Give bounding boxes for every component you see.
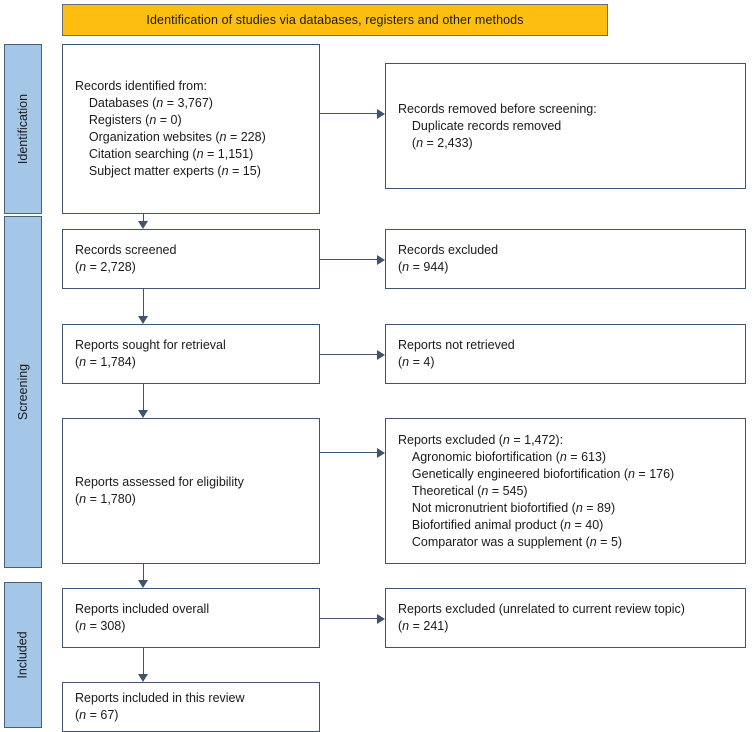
arrowhead-included-to-excluded-unrelated bbox=[377, 614, 385, 624]
box-reports-not-retrieved-text: Reports not retrieved(n = 4) bbox=[398, 338, 515, 369]
arrowhead-assessed-to-excluded bbox=[377, 448, 385, 458]
box-reports-excluded: Reports excluded (n = 1,472): Agronomic … bbox=[385, 418, 746, 564]
box-reports-not-retrieved: Reports not retrieved(n = 4) bbox=[385, 324, 746, 384]
arrowhead-identified-to-screened bbox=[138, 221, 148, 229]
arrowhead-screened-to-excluded bbox=[377, 255, 385, 265]
connector-sought-to-not-retrieved bbox=[320, 354, 377, 355]
arrowhead-screened-to-sought bbox=[138, 316, 148, 324]
connector-screened-to-excluded bbox=[320, 259, 377, 260]
box-records-identified: Records identified from: Databases (n = … bbox=[62, 44, 320, 214]
diagram-header-banner: Identification of studies via databases,… bbox=[62, 4, 608, 36]
stage-label-screening: Screening bbox=[16, 363, 31, 421]
arrowhead-sought-to-not-retrieved bbox=[377, 350, 385, 360]
arrowhead-assessed-to-included-overall bbox=[138, 580, 148, 588]
connector-identified-to-screened bbox=[143, 214, 144, 221]
connector-screened-to-sought bbox=[143, 289, 144, 316]
box-records-screened: Records screened(n = 2,728) bbox=[62, 229, 320, 289]
box-reports-included-review-text: Reports included in this review(n = 67) bbox=[75, 691, 245, 722]
stage-label-identification: Identification bbox=[16, 93, 30, 165]
box-reports-included-review: Reports included in this review(n = 67) bbox=[62, 682, 320, 732]
box-reports-assessed-text: Reports assessed for eligibility(n = 1,7… bbox=[75, 475, 244, 506]
box-records-excluded: Records excluded(n = 944) bbox=[385, 229, 746, 289]
box-reports-excluded-unrelated-text: Reports excluded (unrelated to current r… bbox=[398, 602, 685, 633]
box-records-excluded-text: Records excluded(n = 944) bbox=[398, 243, 499, 274]
stage-bar-included: Included bbox=[4, 582, 42, 728]
box-reports-excluded-text: Reports excluded (n = 1,472): Agronomic … bbox=[398, 432, 675, 549]
box-records-removed: Records removed before screening: Duplic… bbox=[385, 63, 746, 189]
box-reports-sought-text: Reports sought for retrieval(n = 1,784) bbox=[75, 338, 226, 369]
box-reports-assessed: Reports assessed for eligibility(n = 1,7… bbox=[62, 418, 320, 564]
box-records-identified-text: Records identified from: Databases (n = … bbox=[75, 79, 266, 178]
arrowhead-sought-to-assessed bbox=[138, 410, 148, 418]
connector-included-to-excluded-unrelated bbox=[320, 618, 377, 619]
connector-identified-to-removed bbox=[320, 113, 377, 114]
box-records-screened-text: Records screened(n = 2,728) bbox=[75, 243, 177, 274]
box-reports-included-overall: Reports included overall(n = 308) bbox=[62, 588, 320, 648]
box-reports-included-overall-text: Reports included overall(n = 308) bbox=[75, 602, 210, 633]
box-reports-excluded-unrelated: Reports excluded (unrelated to current r… bbox=[385, 588, 746, 648]
arrowhead-identified-to-removed bbox=[377, 109, 385, 119]
stage-bar-identification: Identification bbox=[4, 44, 42, 214]
connector-assessed-to-excluded bbox=[320, 452, 377, 453]
connector-assessed-to-included-overall bbox=[143, 564, 144, 580]
arrowhead-included-overall-to-review bbox=[138, 674, 148, 682]
box-records-removed-text: Records removed before screening: Duplic… bbox=[398, 101, 597, 150]
stage-label-included: Included bbox=[16, 631, 31, 679]
diagram-title: Identification of studies via databases,… bbox=[146, 13, 524, 27]
box-reports-sought: Reports sought for retrieval(n = 1,784) bbox=[62, 324, 320, 384]
connector-included-overall-to-review bbox=[143, 648, 144, 674]
connector-sought-to-assessed bbox=[143, 384, 144, 410]
stage-bar-screening: Screening bbox=[4, 216, 42, 568]
